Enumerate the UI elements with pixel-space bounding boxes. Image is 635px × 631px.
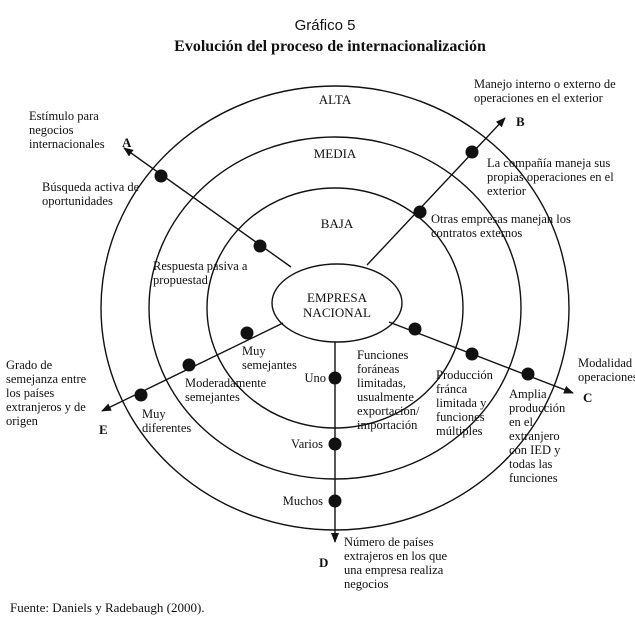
axis-c-point-2	[465, 347, 479, 361]
axis-e-point-1	[240, 326, 254, 340]
axis-d-point-1	[328, 371, 342, 385]
ring-label-baja: BAJA	[321, 216, 354, 231]
axis-a-point-1	[253, 239, 267, 253]
ring-label-media: MEDIA	[314, 146, 357, 161]
axis-b-point-1	[413, 205, 427, 219]
axis-c-point-2-label: Producción fránca limitada y funciones m…	[436, 368, 496, 438]
axis-c-point-1-label: Funciones foráneas limitadas, usualmente…	[357, 348, 423, 432]
center-label-line1: EMPRESA	[307, 290, 368, 305]
axis-d-point-3-label: Muchos	[283, 494, 323, 508]
axis-a-letter: A	[122, 135, 132, 150]
axis-e-description: Grado de semejanza entre los países extr…	[6, 358, 89, 428]
axis-e-point-3	[134, 388, 148, 402]
axis-b-letter: B	[516, 114, 525, 129]
axis-e-point-3-label: Muy diferentes	[142, 407, 191, 435]
axis-e-point-2	[182, 358, 196, 372]
ring-label-alta: ALTA	[319, 92, 352, 107]
axis-b-point-2-label: La compañía maneja sus propias operacion…	[487, 156, 617, 198]
axis-d-description: Número de países extrajeros en los que u…	[344, 535, 450, 591]
source-note: Fuente: Daniels y Radebaugh (2000).	[10, 600, 205, 615]
axis-a-point-2-label: Búsqueda activa de oportunidades	[42, 180, 142, 208]
axis-c-line	[388, 321, 574, 394]
axis-a-description: Estímulo para negocios internacionales	[29, 109, 105, 151]
figure-number: Gráfico 5	[295, 17, 356, 34]
axis-c-point-1	[408, 322, 422, 336]
axis-c-description: Modalidad de operaciones	[578, 356, 635, 384]
axis-d-point-3	[328, 494, 342, 508]
page-title: Evolución del proceso de internacionaliz…	[174, 38, 486, 55]
axis-d-point-1-label: Uno	[304, 371, 326, 385]
axis-e-point-1-label: Muy semejantes	[242, 344, 297, 372]
axis-e-letter: E	[99, 422, 108, 437]
axis-d-letter: D	[319, 555, 328, 570]
axis-b-point-1-label: Otras empresas manejan los contratos ext…	[431, 212, 574, 240]
axis-d-point-2-label: Varios	[291, 437, 323, 451]
axis-e-point-2-label: Moderadamente semejantes	[185, 376, 269, 404]
axis-a-point-1-label: Respuesta pasiva a propuestad	[153, 259, 251, 287]
center-empresa-nacional	[271, 263, 403, 343]
axis-b-line	[366, 117, 506, 266]
axis-c-point-3-label: Amplia producción en el extranjero con I…	[509, 387, 568, 485]
axis-c-letter: C	[583, 390, 592, 405]
axis-c-point-3	[521, 367, 535, 381]
axis-b-point-2	[465, 145, 479, 159]
axis-d-point-2	[328, 437, 342, 451]
axis-a-point-2	[154, 169, 168, 183]
axis-b-description: Manejo interno o externo de operaciones …	[474, 77, 619, 105]
center-label-line2: NACIONAL	[303, 305, 371, 320]
